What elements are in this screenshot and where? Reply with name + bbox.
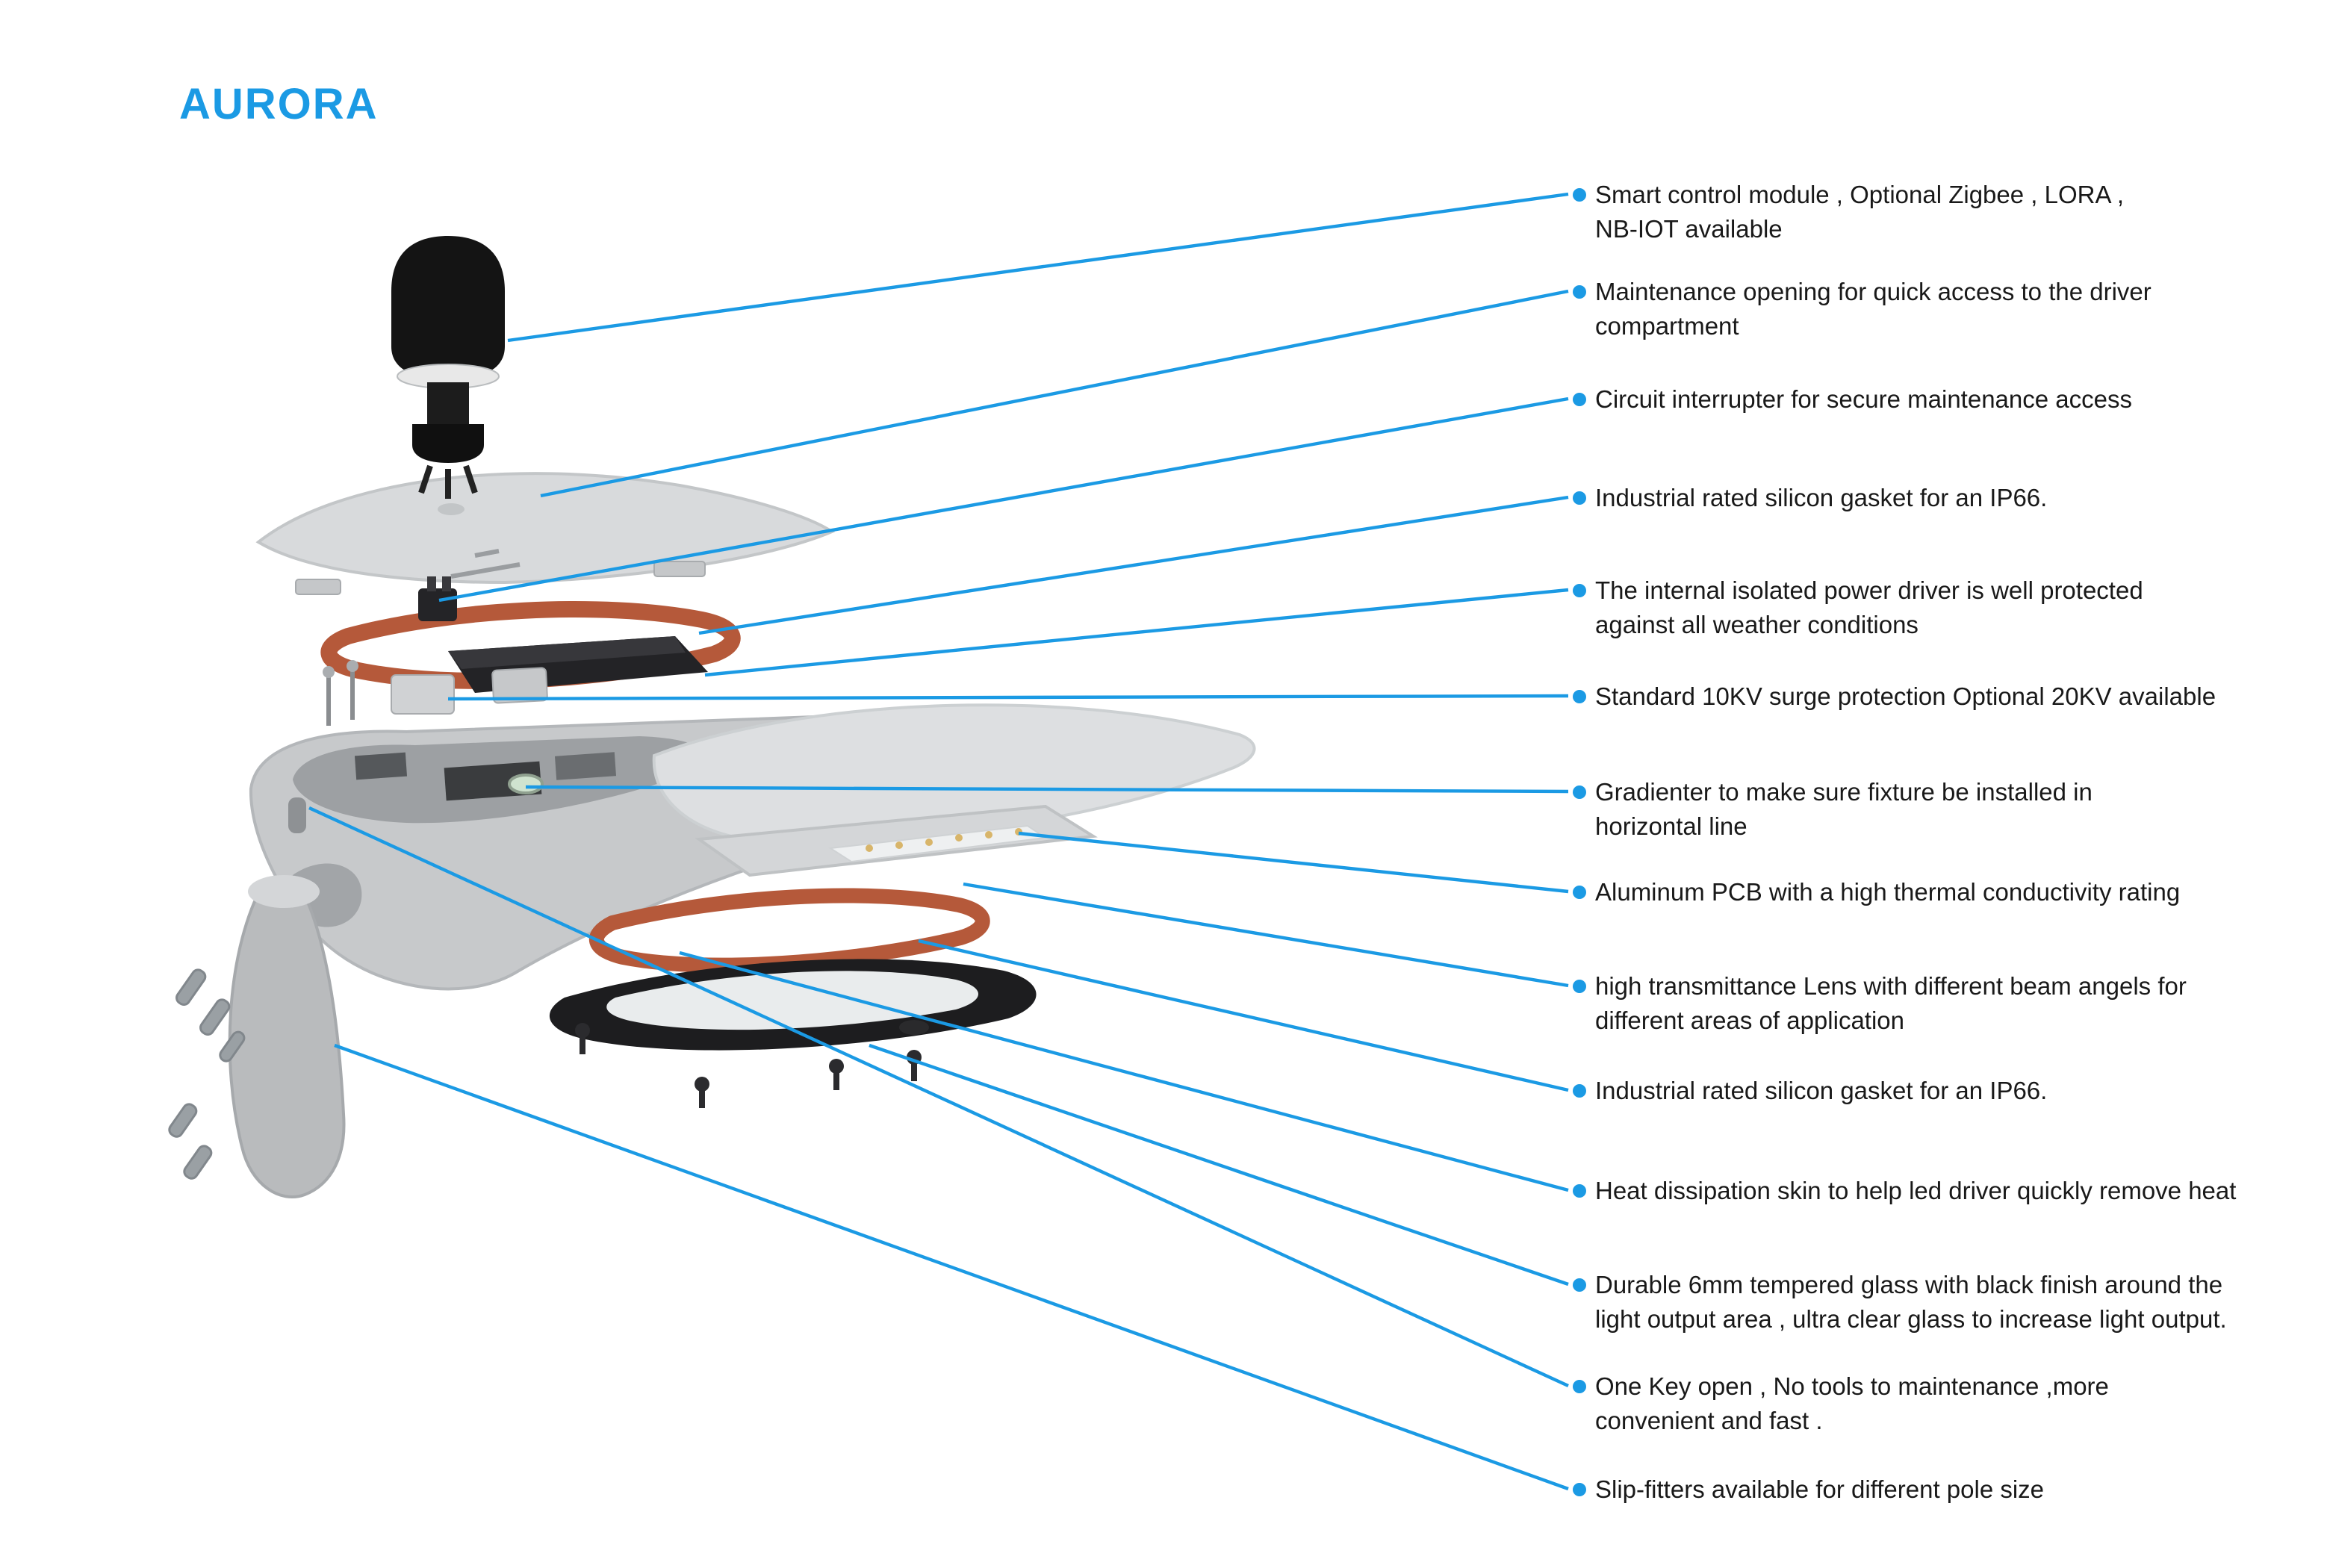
callout-dot (1573, 980, 1586, 993)
leader-line (334, 1043, 1569, 1491)
leader-line (698, 495, 1569, 635)
callout-maintenance-opening: Maintenance opening for quick access to … (1573, 275, 2152, 343)
callout-dot (1573, 393, 1586, 406)
leader-line (918, 939, 1569, 1092)
leader-line (308, 806, 1569, 1387)
smart-control-module-part (391, 236, 505, 499)
callout-dot (1573, 285, 1586, 299)
callout-dot (1573, 785, 1586, 799)
leader-line (525, 785, 1569, 794)
callout-text: The internal isolated power driver is we… (1595, 576, 2143, 638)
callout-one-key-open: One Key open , No tools to maintenance ,… (1573, 1369, 2109, 1438)
callout-text: Durable 6mm tempered glass with black fi… (1595, 1271, 2227, 1333)
callout-dot (1573, 1380, 1586, 1393)
leader-line (540, 289, 1569, 498)
fastener-screws (575, 1023, 922, 1108)
callout-heat-dissipation: Heat dissipation skin to help led driver… (1573, 1174, 2236, 1208)
latch-part (288, 797, 306, 833)
mounting-pins (168, 968, 246, 1180)
callout-tempered-glass: Durable 6mm tempered glass with black fi… (1573, 1268, 2227, 1337)
callout-dot (1573, 1084, 1586, 1098)
callout-text: Aluminum PCB with a high thermal conduct… (1595, 878, 2181, 906)
gasket-bottom-part (589, 888, 990, 973)
callout-aluminum-pcb: Aluminum PCB with a high thermal conduct… (1573, 875, 2180, 909)
leader-line (963, 882, 1569, 988)
slip-fitter-part (228, 863, 362, 1199)
callout-text: Slip-fitters available for different pol… (1595, 1475, 2045, 1503)
brand-logo: AURORA (179, 80, 379, 128)
driver-screws (323, 660, 358, 726)
callout-text: Gradienter to make sure fixture be insta… (1595, 778, 2093, 840)
callout-dot (1573, 1483, 1586, 1496)
gasket-top-part (320, 601, 741, 689)
callout-silicon-gasket-bottom: Industrial rated silicon gasket for an I… (1573, 1074, 2047, 1108)
callout-power-driver: The internal isolated power driver is we… (1573, 573, 2143, 642)
callout-dot (1573, 491, 1586, 505)
leader-line (704, 588, 1569, 677)
leader-line (447, 694, 1569, 701)
callout-circuit-interrupter: Circuit interrupter for secure maintenan… (1573, 382, 2132, 417)
top-cover-part (255, 472, 836, 585)
callout-text: Industrial rated silicon gasket for an I… (1595, 1077, 2048, 1104)
driver-part (391, 636, 708, 715)
leader-lines (308, 192, 1569, 1491)
callout-text: high transmittance Lens with different b… (1595, 972, 2187, 1034)
callout-text: Smart control module , Optional Zigbee ,… (1595, 181, 2125, 243)
leader-line (679, 951, 1569, 1192)
circuit-interrupter-part (418, 576, 457, 621)
callout-text: Maintenance opening for quick access to … (1595, 278, 2152, 340)
hardware-parts (295, 549, 706, 595)
leader-line (1018, 831, 1569, 894)
callout-dot (1573, 690, 1586, 703)
callout-text: Heat dissipation skin to help led driver… (1595, 1177, 2237, 1204)
callout-silicon-gasket-top: Industrial rated silicon gasket for an I… (1573, 481, 2047, 515)
callout-surge-protection: Standard 10KV surge protection Optional … (1573, 679, 2216, 714)
glass-frame-part (549, 959, 1037, 1051)
callout-smart-control-module: Smart control module , Optional Zigbee ,… (1573, 178, 2124, 246)
callout-lens: high transmittance Lens with different b… (1573, 969, 2187, 1038)
leader-line (507, 192, 1569, 343)
callout-text: Circuit interrupter for secure maintenan… (1595, 385, 2132, 413)
leader-line (438, 396, 1569, 603)
callout-dot (1573, 584, 1586, 597)
callout-slip-fitters: Slip-fitters available for different pol… (1573, 1472, 2044, 1507)
callout-dot (1573, 1184, 1586, 1198)
callout-text: One Key open , No tools to maintenance ,… (1595, 1372, 2109, 1434)
callout-dot (1573, 1278, 1586, 1292)
leader-line (869, 1043, 1569, 1287)
callout-text: Industrial rated silicon gasket for an I… (1595, 484, 2048, 511)
callout-text: Standard 10KV surge protection Optional … (1595, 682, 2216, 710)
callout-dot (1573, 886, 1586, 899)
callout-gradienter: Gradienter to make sure fixture be insta… (1573, 775, 2093, 844)
gradienter-part (508, 774, 544, 794)
callout-dot (1573, 188, 1586, 202)
